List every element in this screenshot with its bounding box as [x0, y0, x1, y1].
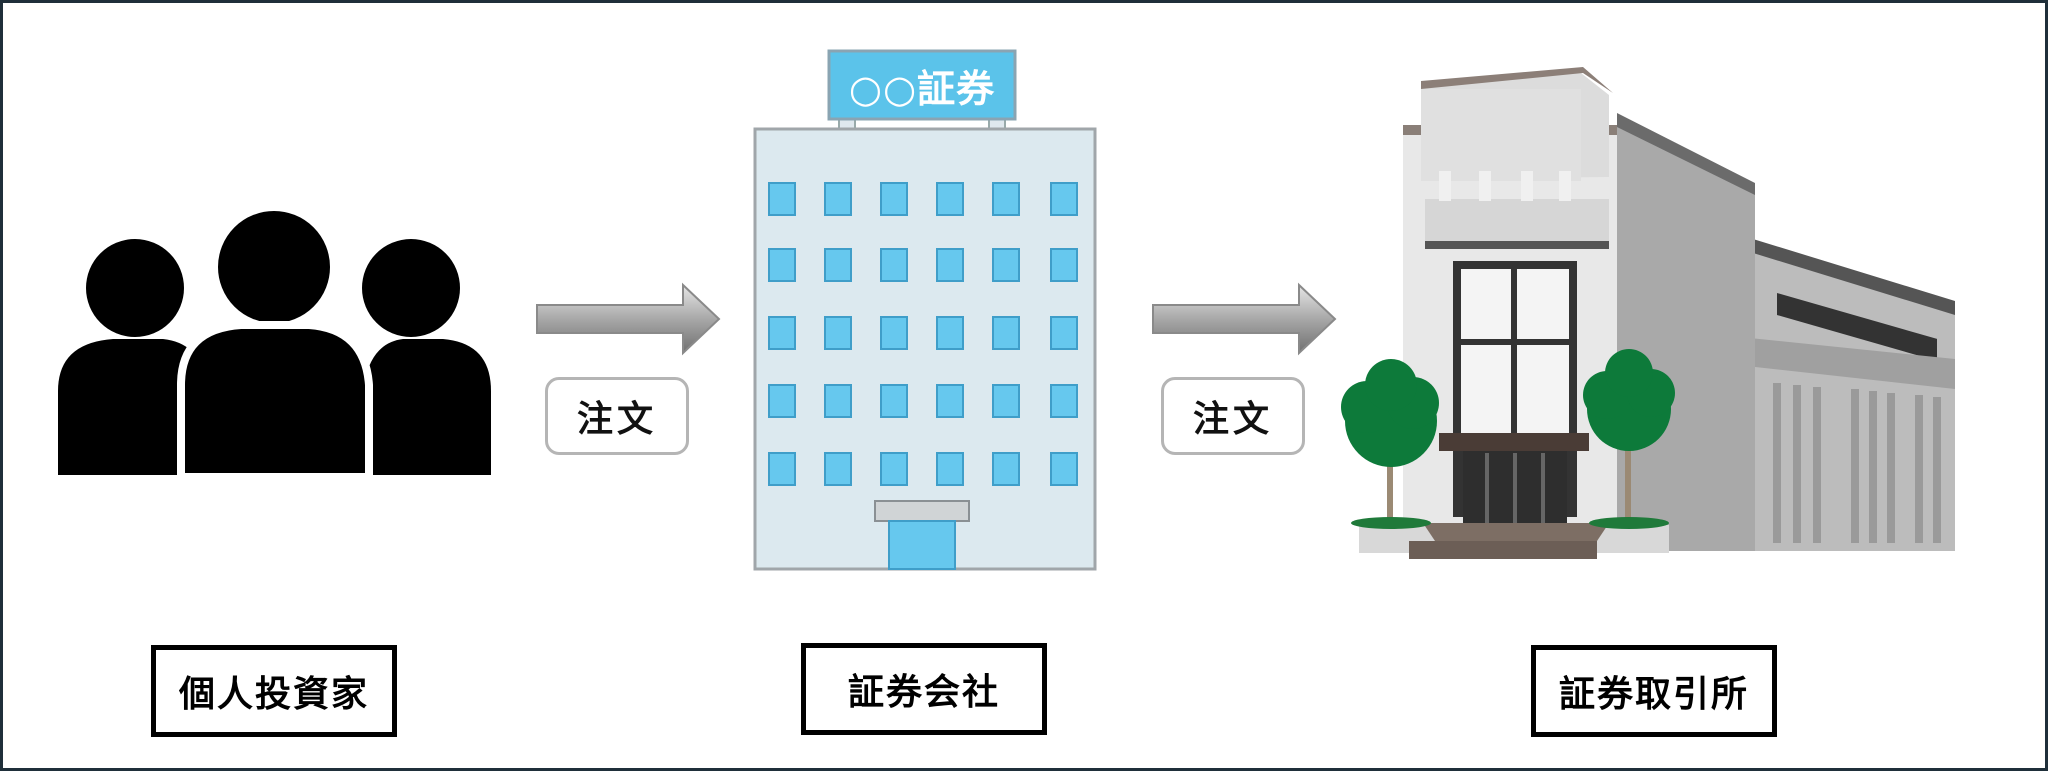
order-label-2: 注文: [1161, 377, 1305, 455]
diagram-canvas: [58, 49, 1955, 571]
tree-left-icon: [1341, 359, 1439, 529]
order-label-1: 注文: [545, 377, 689, 455]
arrow-broker-to-exchange: [1152, 282, 1337, 356]
stock-exchange-building-icon: [1341, 67, 1955, 559]
investor-label: 個人投資家: [151, 645, 397, 737]
broker-sign-text: ○○証券: [848, 66, 996, 111]
exchange-label: 証券取引所: [1531, 645, 1777, 737]
investors-people-icon: [58, 203, 491, 481]
arrow-investor-to-broker: [536, 282, 721, 356]
securities-company-building-icon: [753, 49, 1097, 571]
broker-label: 証券会社: [801, 643, 1047, 735]
tree-right-icon: [1583, 349, 1675, 529]
